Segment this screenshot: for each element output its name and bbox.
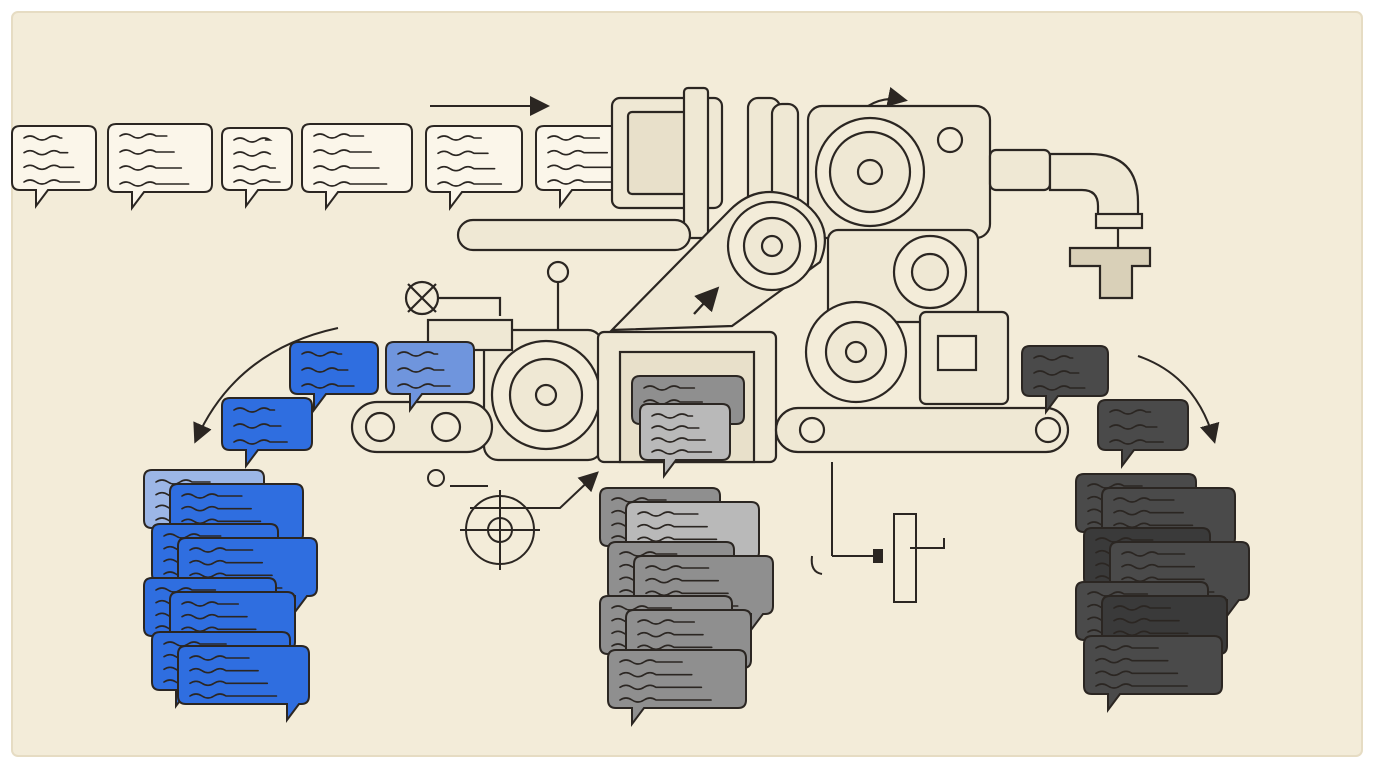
output-stacks bbox=[143, 469, 1250, 727]
emitted-bubbles bbox=[221, 341, 1189, 479]
speech-bubble-icon bbox=[221, 127, 293, 209]
speech-bubble-icon bbox=[1097, 399, 1189, 469]
speech-bubble-icon bbox=[1083, 635, 1223, 713]
schematic-details bbox=[427, 462, 945, 603]
speech-bubble-icon bbox=[639, 403, 731, 479]
speech-bubble-icon bbox=[11, 125, 97, 209]
speech-bubble-icon bbox=[607, 649, 747, 727]
flow-arrow-top-right-icon bbox=[867, 87, 908, 107]
speech-bubble-icon bbox=[221, 397, 313, 469]
flow-arrow-belt-icon bbox=[693, 286, 720, 315]
speech-bubble-icon bbox=[385, 341, 475, 413]
gear-machine-icon bbox=[350, 86, 1152, 464]
speech-bubble-icon bbox=[425, 125, 523, 211]
speech-bubble-icon bbox=[301, 123, 413, 211]
speech-bubble-icon bbox=[289, 341, 379, 413]
speech-bubble-icon bbox=[1021, 345, 1109, 415]
flow-arrow-left-icon bbox=[193, 327, 339, 444]
speech-bubble-icon bbox=[107, 123, 213, 211]
flow-arrow-right-icon bbox=[1137, 355, 1220, 444]
speech-bubble-icon bbox=[177, 645, 310, 723]
